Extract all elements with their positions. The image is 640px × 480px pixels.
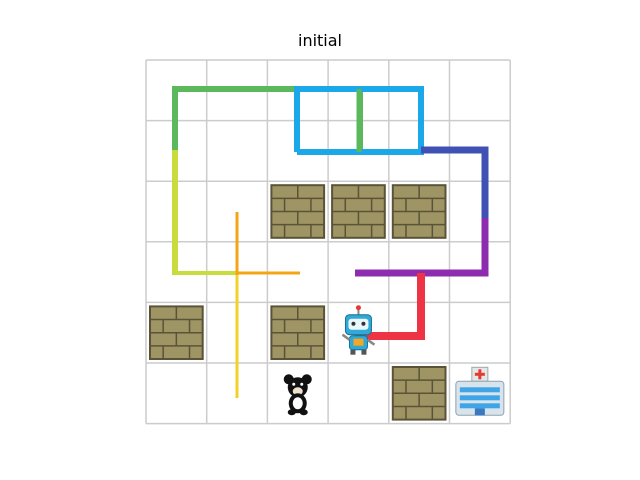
board-title: initial [298, 31, 342, 50]
brick-wall-icon [270, 305, 326, 360]
path-cyan [294, 86, 424, 155]
brick-wall-icon [270, 184, 326, 239]
grid-lines [145, 59, 511, 425]
bear-icon [283, 374, 312, 416]
agents [283, 305, 505, 416]
path-indigo [421, 146, 489, 218]
robot-icon [341, 305, 376, 355]
path-purple [355, 218, 489, 277]
brick-wall-icon [331, 184, 386, 239]
path-red [355, 273, 425, 340]
brick-wall-icon [149, 305, 204, 360]
brick-wall-icon [391, 366, 447, 421]
brick-wall-icon [391, 184, 447, 239]
hospital-icon [455, 366, 505, 416]
paths [172, 86, 489, 398]
walls [149, 184, 447, 421]
